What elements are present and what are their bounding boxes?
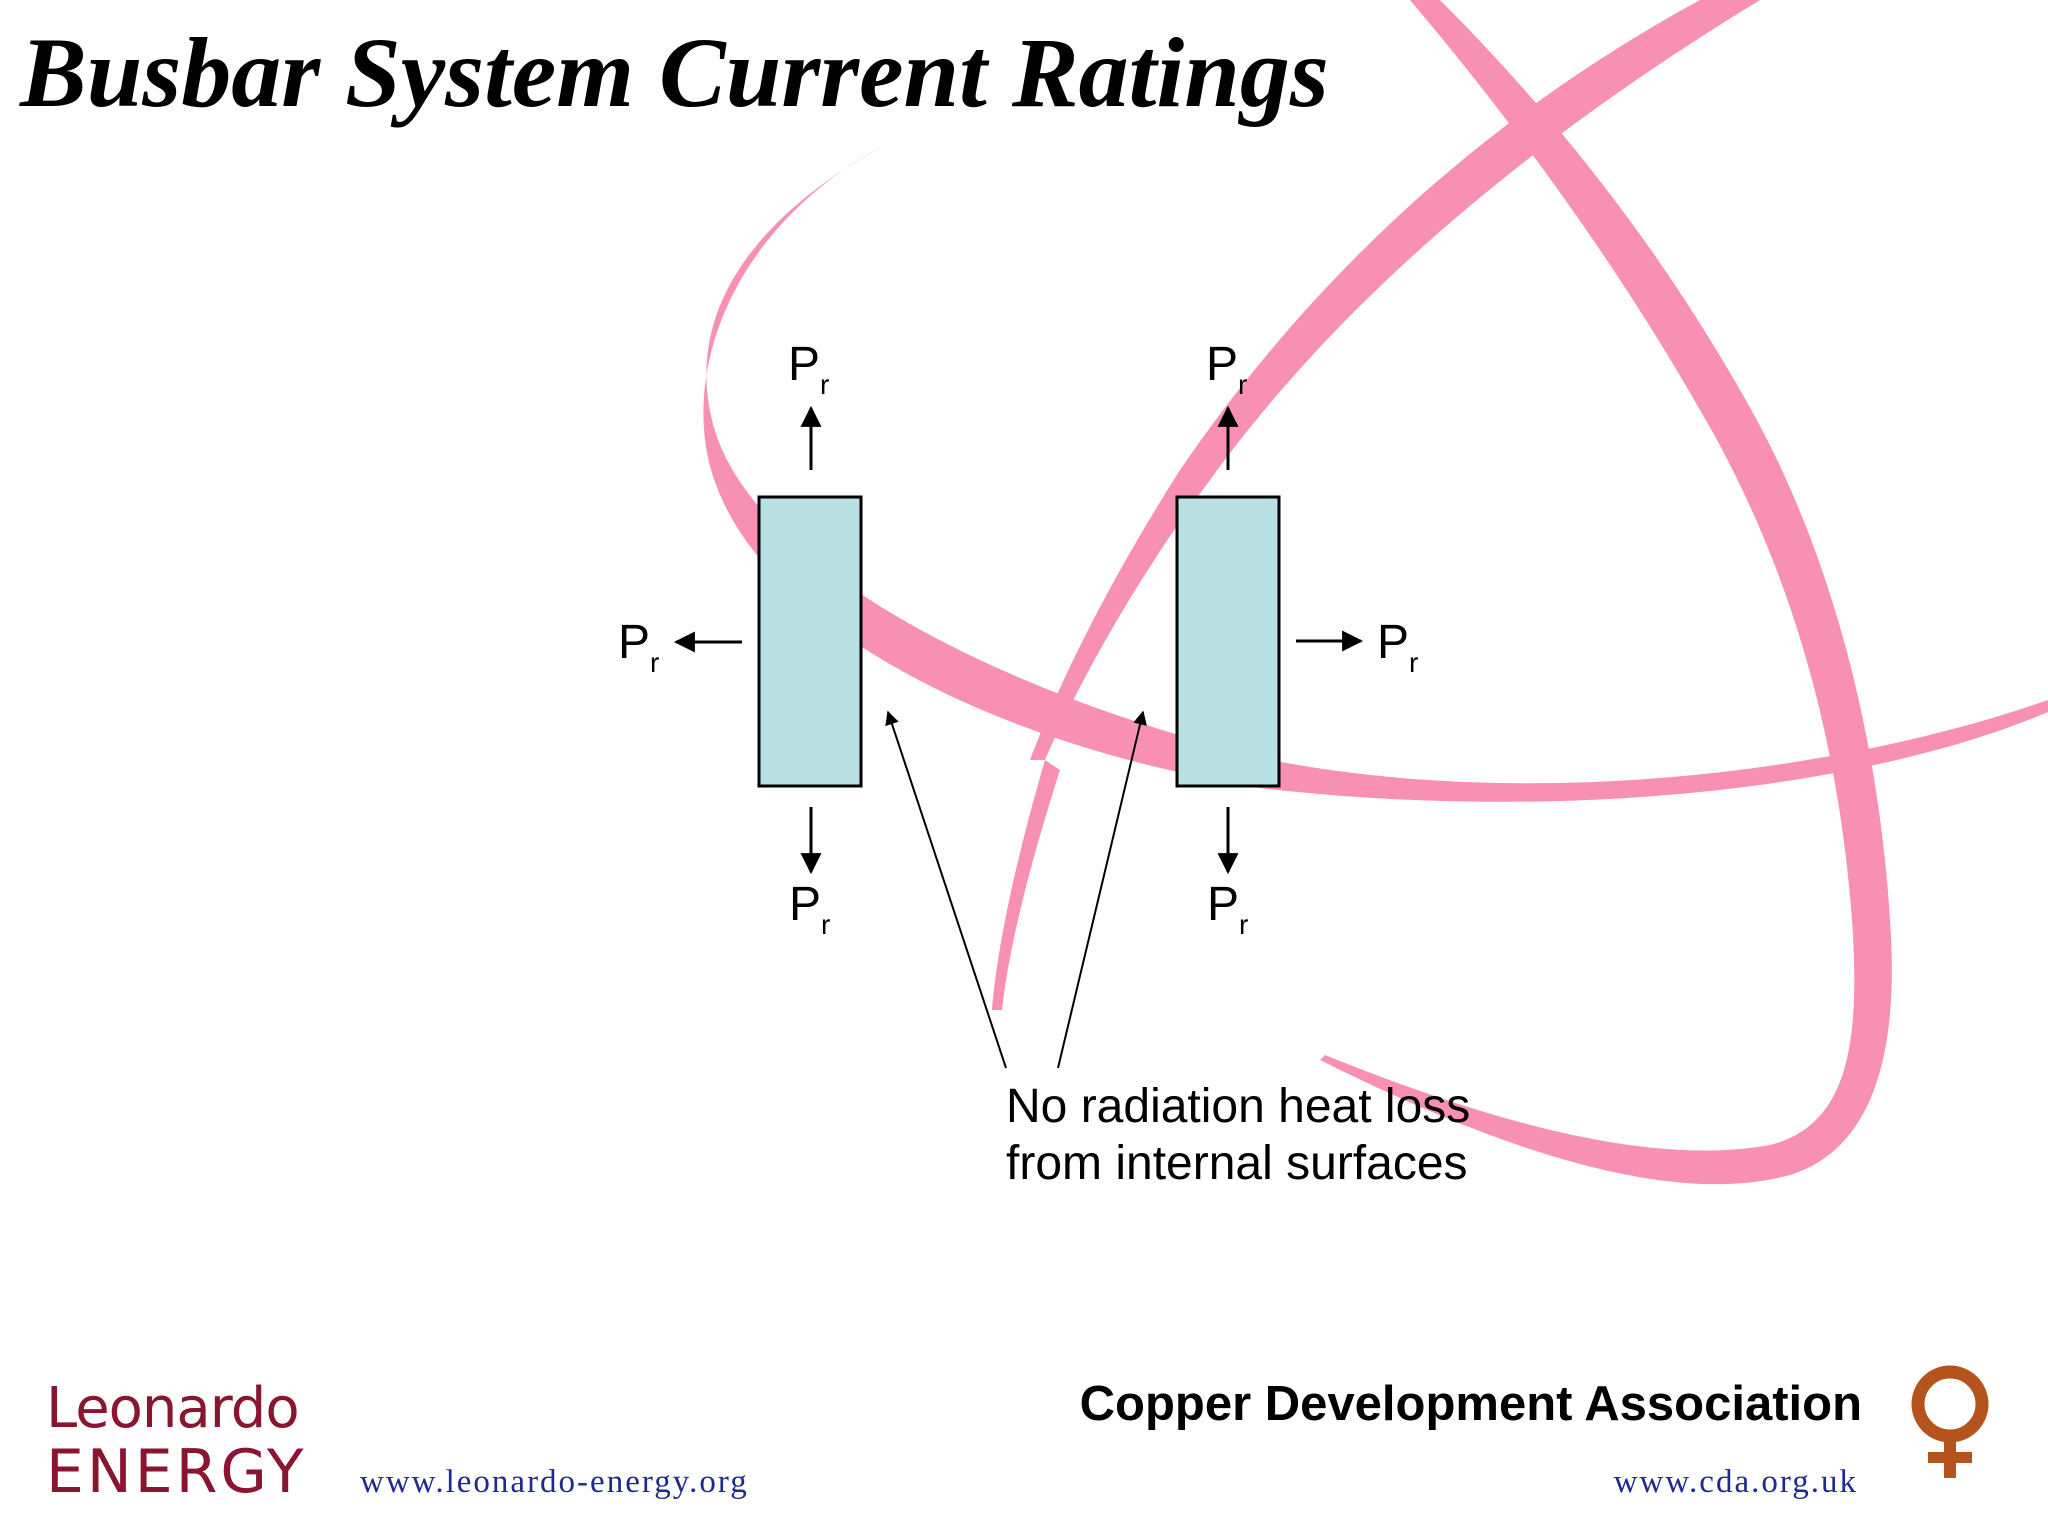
flow-label-bottom-left: Pr bbox=[789, 878, 830, 940]
busbar-right bbox=[1175, 495, 1281, 788]
slide-title: Busbar System Current Ratings bbox=[20, 17, 1329, 128]
flow-label-side-left: Pr bbox=[618, 616, 659, 678]
flow-label-side-right: Pr bbox=[1377, 616, 1418, 678]
swoosh-lower bbox=[992, 760, 1060, 1010]
cda-name: Copper Development Association bbox=[1079, 1377, 1862, 1431]
radiation-note-line1: No radiation heat loss bbox=[1006, 1080, 1471, 1133]
swoosh-cross bbox=[1320, 0, 1892, 1185]
pointer-arrow-right bbox=[1057, 710, 1147, 1069]
flow-label-top-right: Pr bbox=[1206, 338, 1247, 400]
flow-label-top-left: Pr bbox=[788, 338, 829, 400]
pointer-arrow-left bbox=[885, 710, 1007, 1069]
radiation-note: No radiation heat loss from internal sur… bbox=[1006, 1078, 1470, 1192]
flow-label-bottom-right: Pr bbox=[1207, 878, 1248, 940]
busbar-left bbox=[757, 495, 863, 788]
cda-url-link[interactable]: www.cda.org.uk bbox=[1613, 1464, 1858, 1500]
leonardo-logo-line1: Leonardo bbox=[46, 1376, 300, 1441]
copper-venus-icon bbox=[1911, 1365, 1989, 1478]
leonardo-logo-line2: ENERGY bbox=[46, 1437, 307, 1507]
radiation-note-line2: from internal surfaces bbox=[1006, 1137, 1468, 1190]
leonardo-url-link[interactable]: www.leonardo-energy.org bbox=[360, 1464, 749, 1500]
